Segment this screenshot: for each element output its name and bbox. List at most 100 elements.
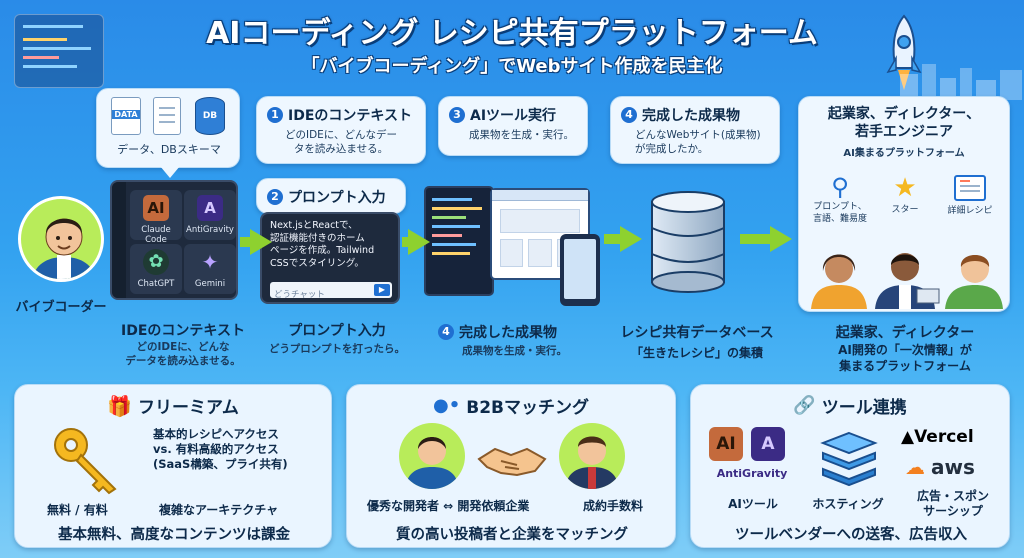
freemium-bottom: 基本無料、高度なコンテンツは課金: [58, 527, 290, 543]
claude-logo: AI: [709, 427, 743, 461]
step-4-head: 4 完成した成果物: [621, 105, 769, 125]
freemium-desc: 基本的レシピへアクセス vs. 有料高級的アクセス (SaaS構築、プライ共有): [153, 427, 288, 471]
network-icon: ●•: [433, 395, 461, 416]
tools-caption-ai: AIツール: [728, 497, 778, 511]
feature-detail-label: 詳細レシピ: [947, 206, 993, 216]
antigravity-icon: A: [197, 195, 223, 221]
db-icon-label: DB: [202, 111, 218, 121]
step-2-title: プロンプト入力: [288, 190, 386, 206]
result-below-desc: 成果物を生成・実行。: [462, 345, 567, 357]
data-doc-icon: DATA: [111, 97, 141, 135]
chat-input-placeholder: どうチャット: [274, 290, 325, 300]
handshake-icon: [477, 435, 547, 485]
feature-star-label: スター: [891, 205, 919, 215]
feature-detail: 詳細レシピ: [935, 173, 1005, 218]
tools-caption-hosting: ホスティング: [812, 497, 884, 511]
key-icon: [51, 425, 121, 495]
city-skyline: [900, 60, 1024, 100]
audience-panel: 起業家、ディレクター、 若手エンジニア AI集まるプラットフォーム ⚲ プロンプ…: [798, 96, 1010, 312]
db-icon: DB: [195, 97, 225, 135]
prompt-box: Next.jsとReactで、 認証機能付きのホーム ページを作成。Tailwi…: [260, 212, 400, 304]
search-icon: ⚲: [831, 173, 849, 201]
developer-avatar: [399, 423, 465, 489]
code-screen: [424, 186, 494, 296]
result-below-title: 完成した成果物: [459, 325, 557, 341]
tools-caption-ad: 広告・スポン サーシップ: [916, 489, 989, 518]
ide-below-title: IDEのコンテキスト: [121, 323, 245, 339]
vibe-coder-label: バイブコーダー: [15, 300, 107, 315]
bubble-pointer: [160, 166, 180, 178]
chat-input[interactable]: どうチャット ▶: [270, 282, 392, 300]
ide-below-desc: どのIDEに、どんな データを読み込ませる。: [125, 341, 241, 367]
chatgpt-label: ChatGPT: [137, 279, 175, 289]
antigravity-logo: A: [751, 427, 785, 461]
flow-arrow-1: [240, 229, 272, 255]
gift-icon: 🎁: [107, 393, 133, 418]
feature-search-label: プロンプト、 言語、難易度: [812, 202, 867, 224]
step-3-number: 3: [449, 107, 465, 123]
claude-code-icon: AI: [143, 195, 169, 221]
audience-sub: AI集まるプラットフォーム: [843, 148, 965, 159]
step-1-head: 1 IDEのコンテキスト: [267, 105, 415, 125]
step-3-bubble: 3 AIツール実行 成果物を生成・実行。: [438, 96, 588, 156]
tools-bottom: ツールベンダーへの送客、広告収入: [735, 527, 967, 543]
flow-arrow-4: [740, 226, 792, 252]
claude-code-label: Claude Code: [141, 225, 171, 245]
chatgpt-icon: ✿: [143, 249, 169, 275]
gemini-label: Gemini: [194, 279, 226, 289]
step-2-number: 2: [267, 189, 283, 205]
prompt-below-title: プロンプト入力: [288, 323, 386, 339]
step-3-desc: 成果物を生成・実行。: [469, 129, 574, 141]
data-doc-label: DATA: [112, 110, 140, 119]
database-title: レシピ共有データベース: [620, 325, 774, 341]
prompt-text: Next.jsとReactで、 認証機能付きのホーム ページを作成。Tailwi…: [270, 220, 375, 269]
b2b-panel: ●• B2Bマッチング 優秀な開発者 ⇔ 開発依頼企業 成約手数料 質の高い投稿…: [346, 384, 676, 548]
tool-claude-code: AI Claude Code: [130, 190, 182, 245]
page-subtitle: 「バイブコーディング」でWebサイト作成を民主化: [301, 56, 723, 77]
ide-panel: AI Claude Code A AntiGravity ✿ ChatGPT ✦…: [110, 180, 238, 300]
audience-title: 起業家、ディレクター、 若手エンジニア: [827, 106, 981, 140]
data-bubble-caption: データ、DBスキーマ: [117, 143, 221, 156]
freemium-title-row: 🎁 フリーミアム: [15, 393, 331, 419]
step-4-title: 完成した成果物: [642, 108, 740, 124]
b2b-caption-right: 成約手数料: [583, 499, 644, 513]
file-icon: [153, 97, 181, 135]
tool-gemini: ✦ Gemini: [184, 244, 236, 294]
background-code-panel: [14, 14, 104, 88]
feature-search: ⚲ プロンプト、 言語、難易度: [805, 173, 875, 225]
freemium-panel: 🎁 フリーミアム 基本的レシピへアクセス vs. 有料高級的アクセス (SaaS…: [14, 384, 332, 548]
database-icon: [648, 190, 728, 294]
step-3-title: AIツール実行: [470, 108, 557, 124]
tool-antigravity: A AntiGravity: [184, 190, 236, 240]
hosting-layers-icon: [819, 429, 879, 489]
page-title: AIコーディング レシピ共有プラットフォーム: [206, 16, 818, 51]
audience-below-desc: AI開発の「一次情報」が 集まるプラットフォーム: [838, 343, 972, 373]
step-1-desc: どのIDEに、どんなデー タを読み込ませる。: [284, 129, 397, 155]
phone-device: [560, 234, 600, 306]
cloudflare-icon: ☁: [905, 455, 925, 479]
audience-people: [807, 245, 1003, 309]
star-icon: ★: [893, 173, 917, 203]
antigravity-wordmark: AntiGravity: [716, 467, 788, 480]
company-avatar: [559, 423, 625, 489]
gemini-icon: ✦: [201, 250, 219, 274]
prompt-below-desc: どうプロンプトを打ったら。: [269, 343, 405, 355]
aws-wordmark: aws: [931, 455, 975, 479]
step-1-title: IDEのコンテキスト: [288, 108, 412, 124]
tools-title: ツール連携: [821, 398, 907, 418]
flow-arrow-2: [402, 229, 430, 255]
detail-icon: [954, 175, 986, 201]
flow-arrow-3: [604, 226, 642, 252]
step-4-bubble: 4 完成した成果物 どんなWebサイト(成果物) が完成したか。: [610, 96, 780, 164]
step-1-bubble: 1 IDEのコンテキスト どのIDEに、どんなデー タを読み込ませる。: [256, 96, 426, 164]
step-3-head: 3 AIツール実行: [449, 105, 577, 125]
data-bubble: DATA DB データ、DBスキーマ: [96, 88, 240, 168]
step-4-desc: どんなWebサイト(成果物) が完成したか。: [635, 129, 761, 155]
b2b-bottom: 質の高い投稿者と企業をマッチング: [396, 527, 628, 543]
feature-star: ★ スター: [875, 173, 935, 217]
tool-chatgpt: ✿ ChatGPT: [130, 244, 182, 294]
ide-sidebar: [112, 182, 126, 298]
tools-title-row: 🔗 ツール連携: [691, 393, 1009, 418]
freemium-title: フリーミアム: [138, 398, 239, 418]
send-button[interactable]: ▶: [374, 284, 390, 296]
